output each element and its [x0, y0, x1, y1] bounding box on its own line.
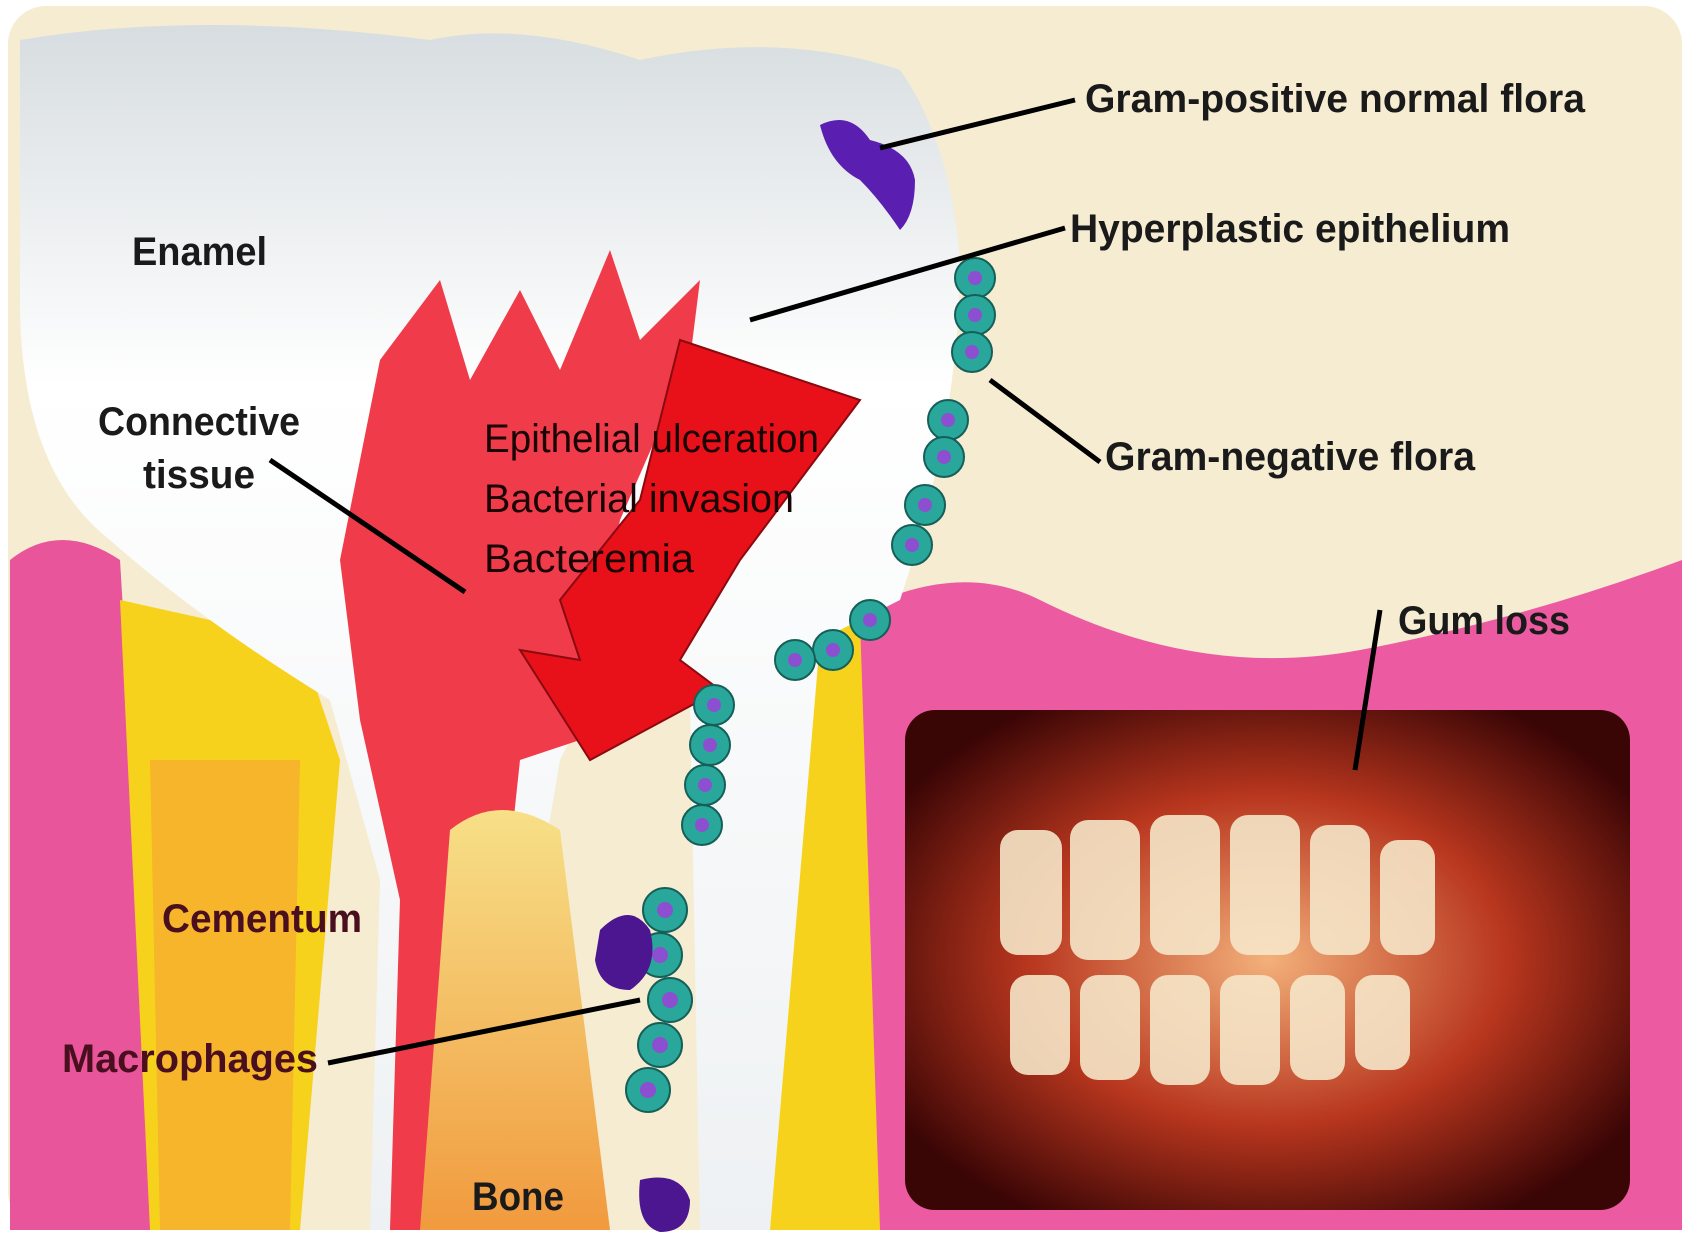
- label-macrophages: Macrophages: [62, 1037, 318, 1081]
- label-gram-positive: Gram-positive normal flora: [1085, 77, 1586, 121]
- label-cementum: Cementum: [162, 897, 362, 941]
- arrow-text-line3: Bacteremia: [484, 537, 695, 581]
- label-gram-negative: Gram-negative flora: [1105, 435, 1476, 479]
- label-gum-loss: Gum loss: [1398, 599, 1570, 643]
- arrow-text-line1: Epithelial ulceration: [484, 417, 819, 461]
- label-bone: Bone: [472, 1175, 564, 1219]
- label-hyperplastic: Hyperplastic epithelium: [1070, 207, 1510, 251]
- arrow-text-line2: Bacterial invasion: [484, 477, 794, 521]
- label-connective-line2: tissue: [143, 453, 255, 497]
- label-connective-line1: Connective: [98, 400, 300, 444]
- mouth-photo-icon: [905, 710, 1630, 1210]
- label-enamel: Enamel: [132, 230, 267, 274]
